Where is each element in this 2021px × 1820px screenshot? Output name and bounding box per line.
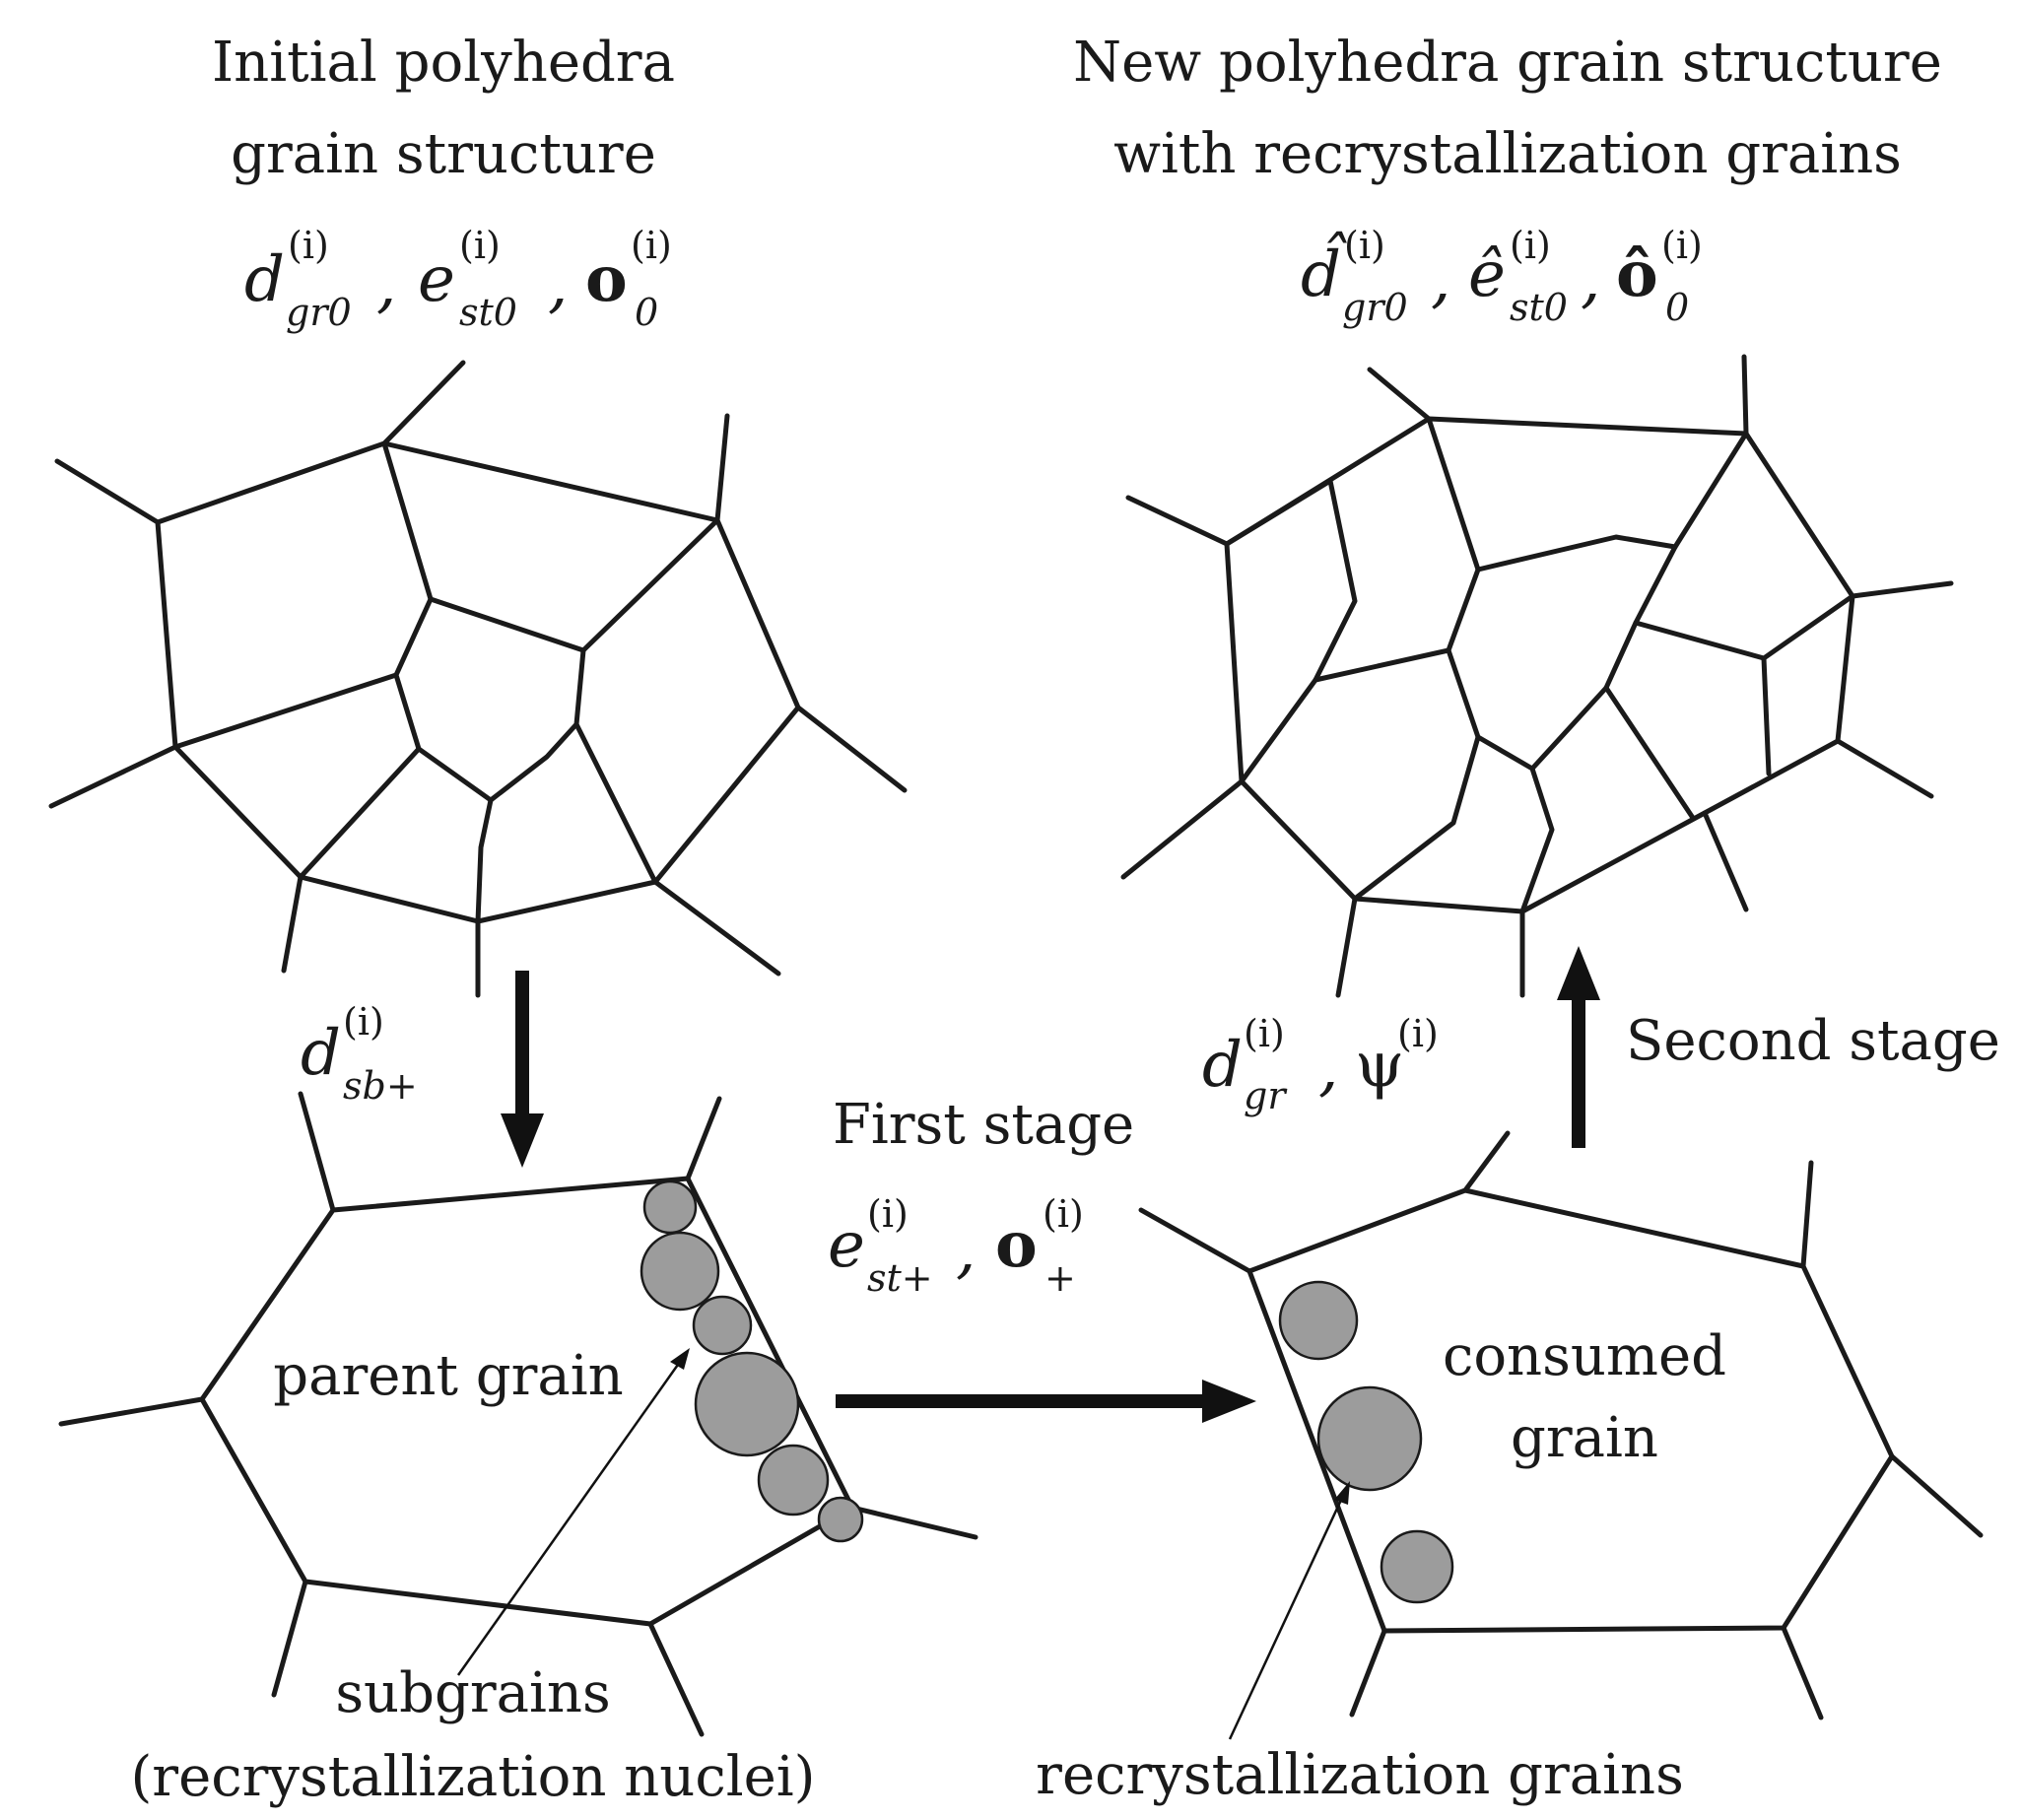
separator-6: , — [956, 1214, 976, 1287]
parent-grain-label: parent grain — [273, 1344, 624, 1408]
subgrain — [757, 1444, 830, 1517]
recrystallization-grain — [1316, 1385, 1423, 1492]
var-e-st-symbol: e — [828, 1209, 865, 1282]
var-o-plus-sub: + — [1044, 1256, 1076, 1300]
var-o-plus-symbol: o — [995, 1208, 1038, 1282]
subgrain — [817, 1496, 864, 1543]
var-d-sb-sup: (i) — [343, 1000, 384, 1044]
var-d-gr0-symbol: d — [244, 243, 285, 316]
subgrains-caption-line1: subgrains — [335, 1661, 610, 1725]
subgrain — [640, 1231, 720, 1312]
var-e-st0-sub: st0 — [459, 291, 517, 334]
down-arrow — [501, 971, 544, 1168]
var-psi-symbol: ψ — [1355, 1029, 1404, 1102]
first-stage-variables: e (i) st+ , o (i) + — [828, 1192, 1084, 1300]
consumed-grain — [1138, 1130, 1984, 1720]
var-dhat-gr0-symbol: d̂ — [1301, 232, 1348, 311]
var-d-sb-symbol: d — [301, 1017, 341, 1090]
var-e-st-sub: st+ — [867, 1256, 933, 1300]
var-o-0-symbol: o — [585, 242, 628, 316]
subgrains — [640, 1180, 864, 1543]
initial-title-line2: grain structure — [231, 122, 656, 186]
second-stage-variables: d (i) gr , ψ (i) — [1202, 1012, 1439, 1117]
consumed-grain-label-line1: consumed — [1443, 1324, 1726, 1388]
recrystallization-grain — [1380, 1529, 1454, 1604]
var-ohat-0-sup: (i) — [1661, 224, 1703, 267]
var-e-st-sup: (i) — [867, 1192, 909, 1236]
var-d-gr0-sub: gr0 — [286, 291, 352, 334]
new-title-line2: with recrystallization grains — [1113, 122, 1902, 186]
var-o-0-sup: (i) — [631, 224, 672, 267]
var-dhat-gr0-sup: (i) — [1344, 224, 1385, 267]
first-stage-label: First stage — [833, 1093, 1134, 1157]
var-o-0-sub: 0 — [635, 291, 658, 334]
var-ehat-st0-sup: (i) — [1510, 224, 1551, 267]
var-ehat-st0-symbol: ê — [1468, 238, 1506, 311]
var-ehat-st0-sub: st0 — [1510, 286, 1568, 329]
subgrains-caption-line2: (recrystallization nuclei) — [130, 1745, 815, 1809]
initial-title-line1: Initial polyhedra — [212, 31, 675, 95]
new-grain-network — [1120, 354, 1954, 998]
separator-1: , — [376, 248, 396, 321]
var-d-gr0-sup: (i) — [288, 224, 329, 267]
var-dhat-gr0-sub: gr0 — [1342, 286, 1408, 329]
subgrains-pointer — [456, 1348, 690, 1676]
initial-grain-network — [48, 360, 908, 998]
var-e-st0-sup: (i) — [459, 224, 501, 267]
separator-4: , — [1581, 243, 1600, 316]
var-d-sb-sub: sb+ — [343, 1064, 418, 1108]
new-state-variables: d̂ (i) gr0 , ê (i) st0 , ô (i) 0 — [1301, 224, 1703, 329]
right-arrow — [836, 1380, 1256, 1423]
new-title-line1: New polyhedra grain structure — [1073, 31, 1942, 95]
subgrain — [694, 1351, 800, 1457]
var-e-st0-symbol: e — [418, 243, 455, 316]
var-d-gr-symbol: d — [1202, 1029, 1243, 1102]
up-arrow — [1557, 946, 1600, 1148]
recrystallization-grains-pointer — [1228, 1481, 1350, 1740]
initial-state-variables: d (i) gr0 , e (i) st0 , o (i) 0 — [244, 224, 672, 334]
recrystallization-grain — [1278, 1280, 1359, 1361]
subgrain-size-variable: d (i) sb+ — [301, 1000, 418, 1108]
separator-3: , — [1431, 243, 1450, 316]
var-d-gr-sub: gr — [1244, 1074, 1288, 1117]
subgrain — [642, 1180, 698, 1235]
subgrain — [692, 1295, 753, 1356]
parent-grain — [58, 1091, 978, 1737]
recrystallization-grains-caption: recrystallization grains — [1036, 1743, 1684, 1807]
var-d-gr-sup: (i) — [1244, 1012, 1285, 1055]
var-ohat-0-symbol: ô — [1616, 237, 1658, 311]
second-stage-label: Second stage — [1626, 1009, 2000, 1073]
var-psi-sup: (i) — [1397, 1012, 1439, 1055]
recrystallization-grains — [1278, 1280, 1454, 1604]
var-o-plus-sup: (i) — [1043, 1192, 1084, 1236]
var-ohat-0-sub: 0 — [1665, 286, 1689, 329]
separator-5: , — [1318, 1032, 1338, 1105]
separator-2: , — [548, 248, 568, 321]
consumed-grain-label-line2: grain — [1511, 1406, 1658, 1470]
